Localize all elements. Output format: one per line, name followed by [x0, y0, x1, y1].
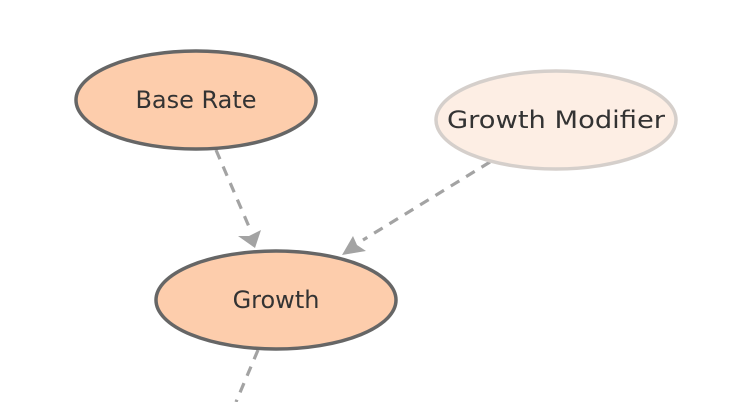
node-growth[interactable]: Growth: [154, 249, 398, 351]
arrowhead-icon: [238, 230, 261, 248]
edge-growth-outgoing: [234, 349, 260, 402]
node-shape: [434, 69, 678, 171]
node-shape: [74, 49, 318, 151]
arrowhead-icon: [342, 236, 366, 255]
edge-base-rate-to-growth: [214, 149, 261, 248]
node-label: Growth Modifier: [447, 106, 665, 134]
edge-line: [362, 160, 491, 242]
node-shape: [154, 249, 398, 351]
edge-line: [214, 149, 252, 230]
node-growth-modifier[interactable]: Growth Modifier: [434, 69, 678, 171]
node-label: Base Rate: [135, 86, 256, 114]
edge-growth-modifier-to-growth: [342, 160, 491, 255]
node-base-rate[interactable]: Base Rate: [74, 49, 318, 151]
node-label: Growth: [233, 286, 320, 314]
edge-line: [234, 349, 260, 402]
